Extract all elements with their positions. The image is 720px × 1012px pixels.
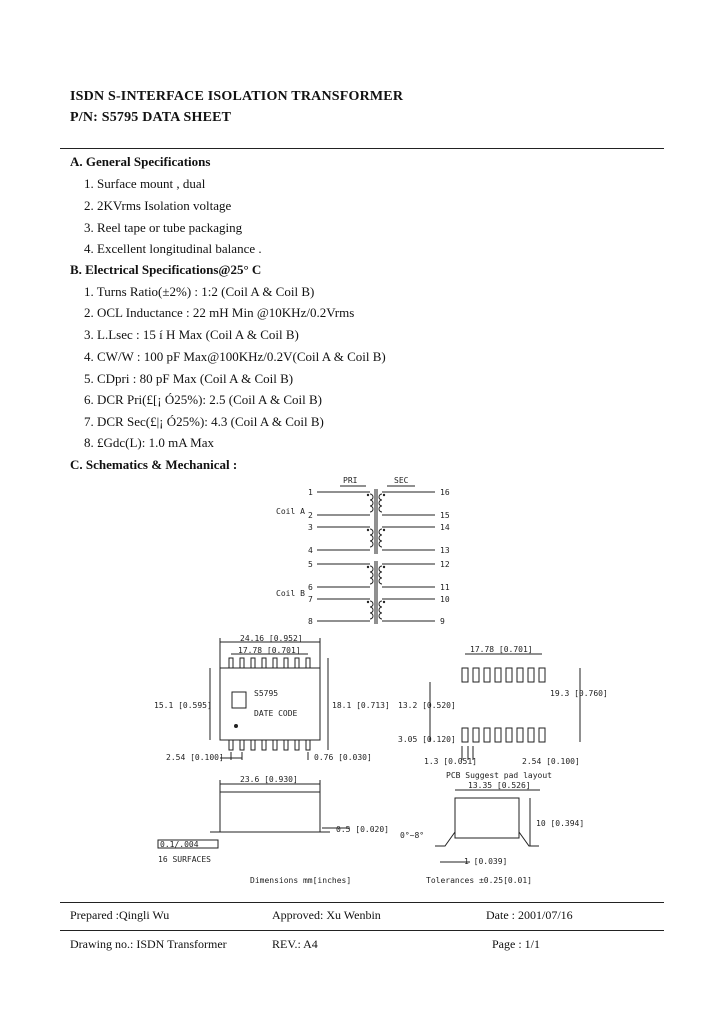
part-number-title: P/N: S5795 DATA SHEET <box>70 110 232 125</box>
electrical-spec-item: 3. L.Lsec : 15 í H Max (Coil A & Coil B) <box>84 327 299 342</box>
pin-label: 15 <box>440 511 450 520</box>
dim-pad-inner: 13.2 [0.520] <box>398 701 456 710</box>
sec-label: SEC <box>394 476 409 485</box>
mechanical-drawing: 24.16 [0.952] 17.78 [0.701] 15.1 [0.595]… <box>154 634 608 885</box>
header-divider <box>60 148 664 149</box>
dim-pad-width: 1.3 [0.051] <box>424 757 477 766</box>
dim-pin-width: 0.76 [0.030] <box>314 753 372 762</box>
tolerances-note: Tolerances ±0.25[0.01] <box>426 876 532 885</box>
top-view-pins <box>228 657 311 751</box>
dim-foot-length: 1 [0.039] <box>464 857 507 866</box>
pin-label: 11 <box>440 583 450 592</box>
coil-b-label: Coil B <box>276 589 305 598</box>
dim-end-width: 13.35 [0.526] <box>468 781 531 790</box>
dimensions-note: Dimensions mm[inches] <box>250 876 351 885</box>
drawing-number: Drawing no.: ISDN Transformer <box>70 937 227 951</box>
dim-standoff: 0.5 [0.020] <box>336 825 389 834</box>
dim-pitch: 2.54 [0.100] <box>166 753 224 762</box>
package-top-view <box>219 667 321 741</box>
schematics-heading: C. Schematics & Mechanical : <box>70 457 238 472</box>
date-code: DATE CODE <box>254 709 298 718</box>
footer-divider <box>60 930 664 931</box>
general-specs-heading: A. General Specifications <box>70 154 211 169</box>
document-title: ISDN S-INTERFACE ISOLATION TRANSFORMER <box>70 89 404 104</box>
coplanarity: 0.1/.004 <box>160 840 199 849</box>
dim-end-height: 10 [0.394] <box>536 819 584 828</box>
general-spec-item: 3. Reel tape or tube packaging <box>84 220 243 235</box>
coil-a-label: Coil A <box>276 507 305 516</box>
electrical-spec-item: 6. DCR Pri(£[¡ Ó25%): 2.5 (Coil A & Coil… <box>84 392 322 407</box>
issue-date: Date : 2001/07/16 <box>486 908 573 922</box>
dim-pad-span: 17.78 [0.701] <box>470 645 533 654</box>
electrical-spec-item: 7. DCR Sec(£|¡ Ó25%): 4.3 (Coil A & Coil… <box>84 414 324 429</box>
revision: REV.: A4 <box>272 937 318 951</box>
dim-top-width: 24.16 [0.952] <box>240 634 303 643</box>
pin-label: 1 <box>308 488 313 497</box>
pin-label: 5 <box>308 560 313 569</box>
pcb-pad-layout <box>461 667 546 743</box>
pin-label: 2 <box>308 511 313 520</box>
electrical-spec-item: 5. CDpri : 80 pF Max (Coil A & Coil B) <box>84 371 294 386</box>
electrical-spec-item: 4. CW/W : 100 pF Max@100KHz/0.2V(Coil A … <box>84 349 386 364</box>
pin-label: 6 <box>308 583 313 592</box>
dim-pad-length: 3.05 [0.120] <box>398 735 456 744</box>
electrical-spec-item: 1. Turns Ratio(±2%) : 1:2 (Coil A & Coil… <box>84 284 315 299</box>
pin-label: 10 <box>440 595 450 604</box>
pin-label: 7 <box>308 595 313 604</box>
transformer-schematic: PRI SEC Coil A Coil B 1 2 3 4 5 6 7 8 16… <box>276 476 450 626</box>
dim-side-length: 23.6 [0.930] <box>240 775 298 784</box>
page-number: Page : 1/1 <box>492 937 540 951</box>
dim-body-height: 15.1 [0.595] <box>154 701 212 710</box>
dim-total-height: 18.1 [0.713] <box>332 701 390 710</box>
general-spec-item: 2. 2KVrms Isolation voltage <box>84 198 232 213</box>
electrical-spec-item: 2. OCL Inductance : 22 mH Min @10KHz/0.2… <box>84 305 355 320</box>
pin-label: 14 <box>440 523 450 532</box>
pin-label: 13 <box>440 546 450 555</box>
package-side-view <box>219 791 321 833</box>
pin-label: 12 <box>440 560 450 569</box>
part-mark: S5795 <box>254 689 278 698</box>
prepared-by: Prepared :Qingli Wu <box>70 908 170 922</box>
dim-pad-pitch: 2.54 [0.100] <box>522 757 580 766</box>
electrical-specs-heading: B. Electrical Specifications@25° C <box>70 262 262 277</box>
general-spec-item: 1. Surface mount , dual <box>84 176 206 191</box>
dim-pad-outer: 19.3 [0.760] <box>550 689 608 698</box>
pcb-caption: PCB Suggest pad layout <box>446 771 552 780</box>
pri-label: PRI <box>343 476 358 485</box>
electrical-spec-item: 8. £Gdc(L): 1.0 mA Max <box>84 435 214 450</box>
dim-angle: 0°~8° <box>400 831 424 840</box>
pin-label: 8 <box>308 617 313 626</box>
pin-label: 3 <box>308 523 313 532</box>
pin-label: 16 <box>440 488 450 497</box>
general-spec-item: 4. Excellent longitudinal balance . <box>84 241 262 256</box>
pin-label: 9 <box>440 617 445 626</box>
pin-label: 4 <box>308 546 313 555</box>
footer-divider <box>60 902 664 903</box>
package-end-view <box>454 797 520 839</box>
approved-by: Approved: Xu Wenbin <box>272 908 381 922</box>
dim-pin-span: 17.78 [0.701] <box>238 646 301 655</box>
surfaces-note: 16 SURFACES <box>158 855 211 864</box>
